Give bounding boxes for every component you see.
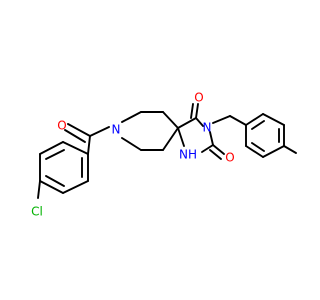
oxygen-atom-label: O xyxy=(225,151,234,165)
chlorine-atom-label: Cl xyxy=(31,205,43,219)
atom-labels: O N O N NH O Cl xyxy=(31,91,235,219)
nitrogen-atom-label: N xyxy=(203,121,212,135)
molecule-diagram: O N O N NH O Cl xyxy=(31,90,297,219)
nh-atom-label: NH xyxy=(179,148,197,162)
oxygen-atom-label: O xyxy=(194,91,203,105)
oxygen-atom-label: O xyxy=(57,119,66,133)
nitrogen-atom-label: N xyxy=(112,123,121,137)
molecule-structure: O N O N NH O Cl xyxy=(31,91,297,219)
bond-lines xyxy=(37,103,297,199)
